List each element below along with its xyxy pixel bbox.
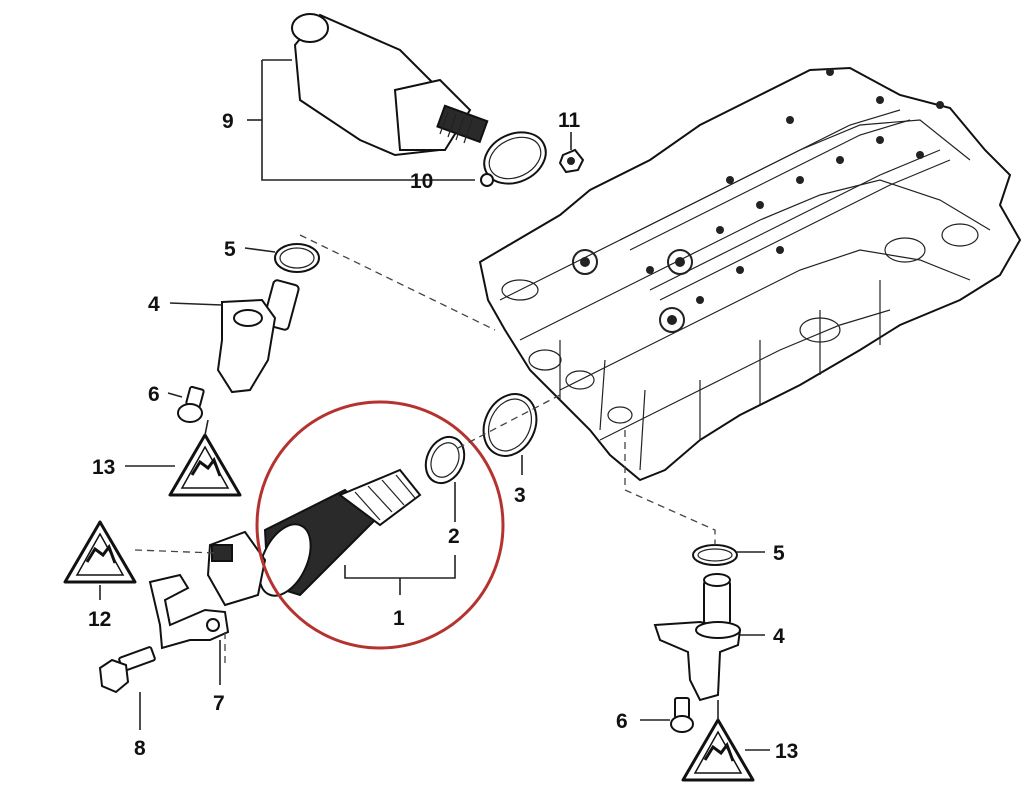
nut xyxy=(558,148,585,174)
callout-5-lower: 5 xyxy=(773,542,785,565)
o-ring-upper xyxy=(274,243,320,273)
bolt-8 xyxy=(98,646,156,694)
callout-9: 9 xyxy=(222,110,234,133)
callout-labels: 1 2 3 4 4 5 5 6 6 7 8 9 10 11 12 13 13 xyxy=(88,109,798,763)
bolt-lower xyxy=(670,697,694,733)
bracket xyxy=(148,573,230,650)
starter-motor xyxy=(291,13,489,157)
highlight-circle xyxy=(255,400,505,650)
warning-triangle-icon xyxy=(681,718,755,782)
callout-4-lower: 4 xyxy=(773,625,785,648)
warning-triangle-icon xyxy=(168,433,242,497)
callout-3: 3 xyxy=(514,484,526,507)
gasket-ring xyxy=(482,393,538,457)
callout-11: 11 xyxy=(558,109,581,132)
assembly-lines xyxy=(134,234,716,665)
callout-5-upper: 5 xyxy=(224,238,236,261)
callout-6-lower: 6 xyxy=(616,710,628,733)
callout-7: 7 xyxy=(213,692,225,715)
leader-lines xyxy=(99,59,770,751)
callout-13-lower: 13 xyxy=(775,740,798,763)
o-ring-valve xyxy=(424,435,466,485)
callout-2: 2 xyxy=(448,525,460,548)
callout-8: 8 xyxy=(134,737,146,760)
warning-triangle-icon xyxy=(63,520,137,584)
callout-1: 1 xyxy=(393,607,405,630)
callout-4-upper: 4 xyxy=(148,293,160,316)
o-ring-lower xyxy=(692,544,738,566)
starter-seal-ring xyxy=(480,131,547,187)
camshaft-sensor-lower xyxy=(653,573,742,702)
callout-10: 10 xyxy=(410,170,433,193)
vanos-solenoid-valve xyxy=(206,468,422,607)
callout-6-upper: 6 xyxy=(148,383,160,406)
callout-12: 12 xyxy=(88,608,111,631)
bolt-upper xyxy=(177,385,205,423)
callout-13-upper: 13 xyxy=(92,456,115,479)
camshaft-sensor-upper xyxy=(216,279,300,394)
cylinder-head xyxy=(478,66,1022,482)
